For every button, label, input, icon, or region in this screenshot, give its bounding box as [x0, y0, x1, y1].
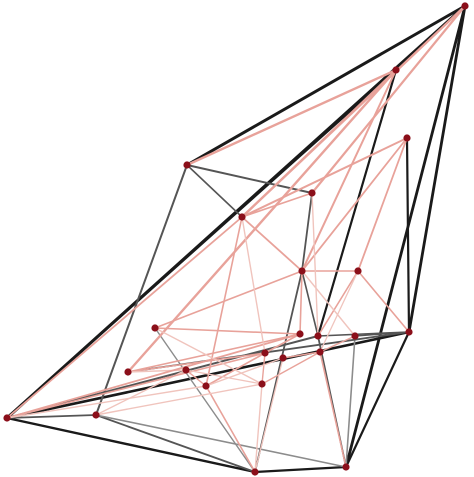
graph-edge — [254, 383, 263, 473]
graph-edge — [345, 335, 356, 468]
graph-edge — [127, 352, 266, 373]
graph-edge — [310, 4, 467, 195]
graph-vertex — [351, 332, 359, 340]
graph-edge — [6, 216, 243, 419]
graph-vertex — [342, 463, 350, 471]
graph-edge — [241, 69, 397, 218]
graph-edge — [154, 270, 303, 329]
graph-edge — [261, 352, 266, 385]
graph-edge — [185, 369, 263, 385]
graph-vertex — [461, 2, 469, 10]
graph-edge — [95, 383, 263, 416]
graph-vertex — [279, 354, 287, 362]
graph-edge — [301, 69, 397, 272]
graph-vertex — [3, 414, 11, 422]
graph-edge — [241, 216, 303, 272]
graph-vertex — [238, 213, 246, 221]
graph-edge — [301, 192, 313, 272]
graph-vertex — [308, 189, 316, 197]
graph-edge — [185, 68, 398, 167]
graph-edge — [407, 4, 467, 334]
graph-edge — [311, 192, 319, 337]
graph-edge — [95, 414, 256, 473]
graph-edge — [154, 327, 301, 335]
graph-edge — [154, 327, 256, 473]
graph-vertex — [251, 468, 259, 476]
graph-edge — [301, 137, 408, 272]
graph-edge — [319, 270, 359, 353]
graph-edge — [405, 136, 411, 334]
graph-edge — [282, 351, 321, 359]
graph-edge — [6, 333, 301, 419]
graph-edge — [241, 216, 266, 354]
graph-vertex — [183, 161, 191, 169]
graph-edge — [317, 270, 359, 337]
graph-edge — [5, 68, 398, 420]
graph-edge — [241, 192, 313, 218]
graph-edge — [254, 357, 284, 473]
graph-edge — [357, 137, 408, 272]
graph-edge — [205, 385, 256, 473]
graph-vertex — [314, 332, 322, 340]
graph-edge — [319, 335, 356, 353]
graph-edge — [299, 270, 303, 335]
graph-vertex — [296, 330, 304, 338]
graph-vertex — [124, 368, 132, 376]
graph-vertex — [405, 328, 413, 336]
graph-edge — [316, 68, 398, 338]
edges-layer — [5, 4, 467, 474]
graph-edge — [95, 414, 347, 468]
graph-vertex — [261, 349, 269, 357]
graph-edge — [6, 385, 207, 419]
graph-edge — [205, 357, 284, 387]
graph-vertex — [258, 380, 266, 388]
graph-vertex — [316, 348, 324, 356]
graph-edge — [264, 333, 301, 354]
graph-edge — [261, 351, 321, 385]
graph-vertex — [182, 366, 190, 374]
graph-vertex — [202, 382, 210, 390]
graph-edge — [185, 4, 467, 167]
graph-edge — [241, 137, 408, 218]
graph-vertex — [403, 134, 411, 142]
graph-edge — [186, 164, 243, 218]
graph-vertex — [151, 324, 159, 332]
graph-edge — [344, 330, 411, 469]
graph-edge — [301, 270, 356, 337]
graph-edge — [127, 333, 301, 373]
graph-vertex — [354, 267, 362, 275]
graph-edge — [317, 331, 410, 337]
vertices-layer — [3, 2, 469, 476]
graph-edge — [95, 164, 188, 416]
graph-vertex — [298, 267, 306, 275]
graph-edge — [6, 414, 97, 419]
graph-edge — [154, 327, 263, 385]
graph-edge — [357, 270, 410, 333]
graph-edge — [301, 270, 319, 337]
graph-edge — [344, 4, 467, 469]
graph-edge — [126, 68, 398, 374]
graph-edge — [5, 416, 257, 474]
graph-vertex — [392, 66, 400, 74]
graph-vertex — [92, 411, 100, 419]
graph-edge — [319, 351, 347, 468]
graph-edge — [253, 465, 348, 474]
